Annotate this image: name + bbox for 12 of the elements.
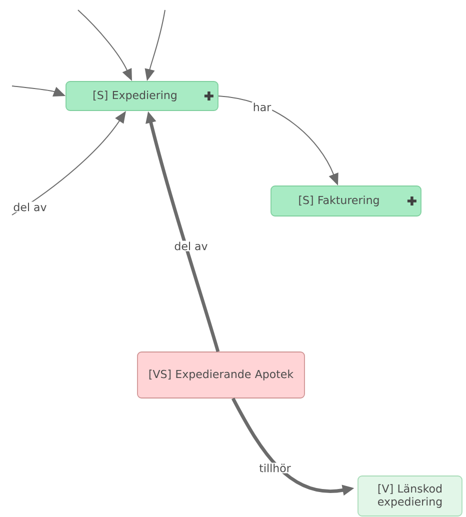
entity-box — [137, 352, 305, 398]
edge-label: del av — [173, 240, 209, 252]
entity-box — [270, 186, 422, 216]
node-label: [V] Länskod expediering — [378, 484, 442, 508]
entity-box — [66, 81, 218, 111]
node-label: [VS] Expedierande Apotek — [149, 370, 294, 380]
node-label: [S] Fakturering — [299, 196, 379, 206]
edge-label: tillhör — [258, 462, 292, 474]
node-label: [S] Expediering — [94, 90, 176, 102]
edge-label: har — [252, 102, 272, 112]
edge-label: del av — [12, 202, 48, 212]
entity-box — [358, 476, 462, 516]
